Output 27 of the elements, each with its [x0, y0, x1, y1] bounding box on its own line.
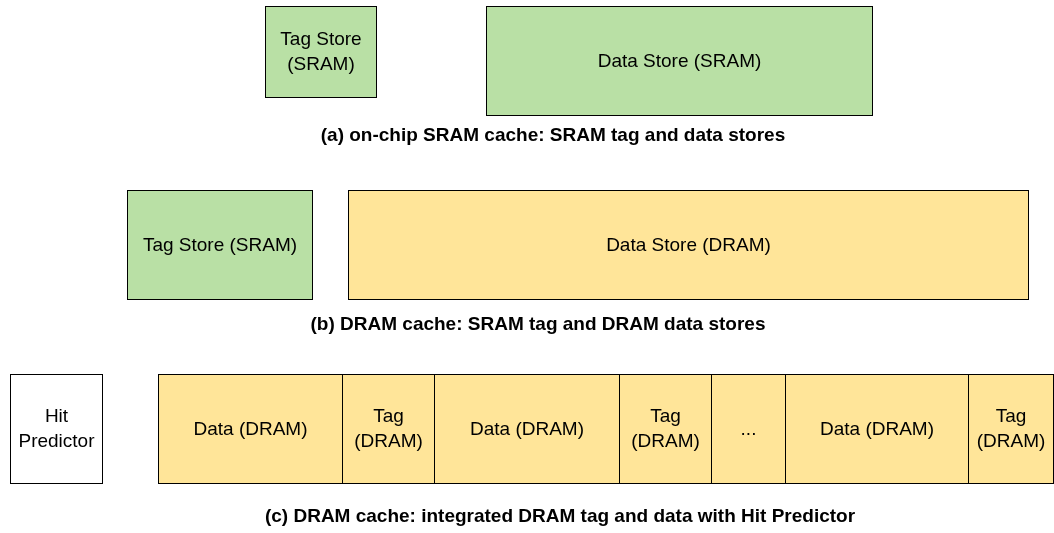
block-label: Tag (DRAM) — [630, 404, 701, 453]
block-label: Data (DRAM) — [820, 416, 934, 441]
block-label: Tag (DRAM) — [353, 404, 424, 453]
memory-block — [711, 374, 786, 484]
block-label: Tag Store (SRAM) — [142, 232, 298, 257]
block-label: ... — [740, 416, 757, 441]
block-label: Data Store (DRAM) — [606, 232, 771, 257]
memory-block — [486, 6, 873, 116]
memory-block — [127, 190, 313, 300]
caption: (a) on-chip SRAM cache: SRAM tag and data stores — [320, 124, 786, 146]
caption: (c) DRAM cache: integrated DRAM tag and data with Hit Predictor — [264, 505, 856, 527]
block-label: Data Store (SRAM) — [597, 48, 762, 73]
memory-block — [968, 374, 1054, 484]
memory-block — [342, 374, 435, 484]
memory-block — [265, 6, 377, 98]
block-label: Tag (DRAM) — [975, 404, 1047, 453]
memory-block — [434, 374, 620, 484]
block-label: Data (DRAM) — [470, 416, 584, 441]
block-label: Hit Predictor — [17, 404, 96, 453]
block-label: Tag Store (SRAM) — [279, 27, 363, 76]
caption: (b) DRAM cache: SRAM tag and DRAM data stores — [310, 313, 766, 335]
memory-block — [158, 374, 343, 484]
memory-block — [619, 374, 712, 484]
memory-block — [348, 190, 1029, 300]
block-label: Data (DRAM) — [193, 416, 308, 441]
memory-block — [785, 374, 969, 484]
memory-block — [10, 374, 103, 484]
